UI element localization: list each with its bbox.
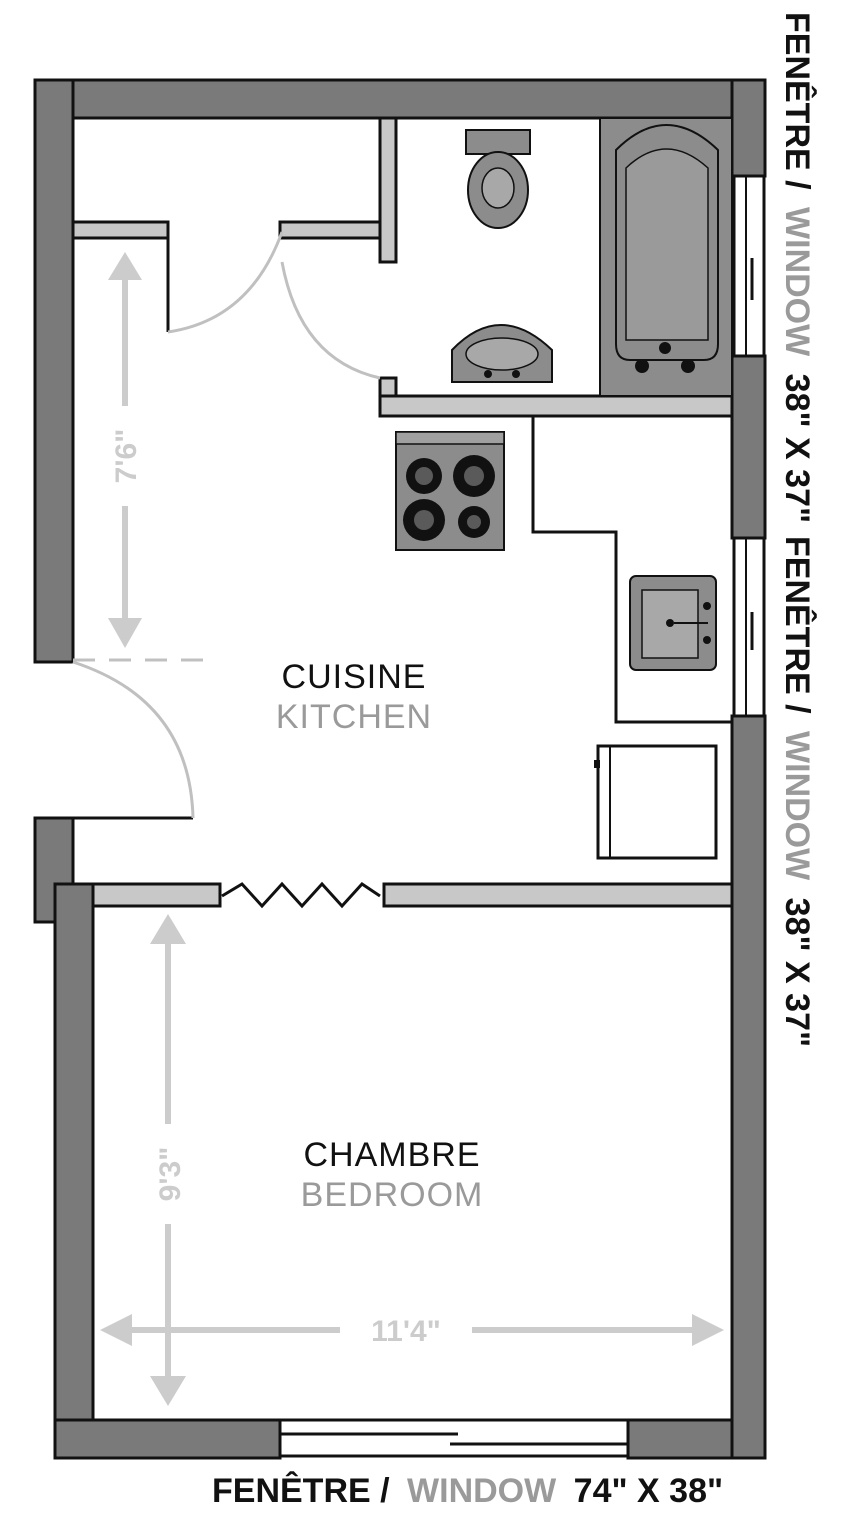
window-label-right-top: FENÊTRE / WINDOW 38" X 37" <box>778 12 816 523</box>
door-swings <box>72 231 381 819</box>
kitchen-label-en: KITCHEN <box>276 698 432 736</box>
window-right-bottom-fr: FENÊTRE / <box>778 536 816 714</box>
dimension-bedroom-width: 11'4" <box>100 1312 724 1348</box>
bedroom-label-fr: CHAMBRE <box>303 1136 480 1174</box>
dimension-label-bedroom-width: 11'4" <box>371 1315 441 1348</box>
window-right-top-en: WINDOW <box>778 207 816 357</box>
room-label-bedroom: CHAMBRE BEDROOM <box>301 1136 484 1214</box>
window-right-top-size: 38" X 37" <box>778 374 816 523</box>
kitchen-label-fr: CUISINE <box>282 658 427 696</box>
window-right-top-fr: FENÊTRE / <box>778 12 816 190</box>
window-bottom-en: WINDOW <box>407 1472 557 1510</box>
window-right-top <box>732 174 766 358</box>
window-bottom <box>278 1418 630 1458</box>
bedroom-label-en: BEDROOM <box>301 1176 484 1214</box>
dimension-kitchen-depth: 7'6" <box>108 252 143 648</box>
window-right-bottom <box>732 536 766 718</box>
interior-walls <box>71 116 734 908</box>
window-right-bottom-size: 38" X 37" <box>778 898 816 1047</box>
sink-icon <box>451 324 553 383</box>
kitchen-sink-icon <box>629 575 717 671</box>
window-right-bottom-en: WINDOW <box>778 731 816 881</box>
toilet-icon <box>465 129 531 229</box>
folding-door-icon <box>221 881 381 909</box>
window-bottom-size: 74" X 38" <box>574 1472 723 1510</box>
exterior-walls <box>33 78 767 1460</box>
dimension-bedroom-depth: 9'3" <box>150 914 187 1406</box>
bathtub-icon <box>599 117 733 397</box>
stove-icon <box>395 431 505 551</box>
dimension-label-kitchen: 7'6" <box>110 429 143 484</box>
window-bottom-fr: FENÊTRE / <box>212 1472 390 1510</box>
refrigerator-icon <box>594 744 718 860</box>
room-label-kitchen: CUISINE KITCHEN <box>276 658 432 736</box>
window-label-bottom: FENÊTRE / WINDOW 74" X 38" <box>212 1472 723 1510</box>
window-label-right-bottom: FENÊTRE / WINDOW 38" X 37" <box>778 536 816 1047</box>
dimension-label-bedroom-depth: 9'3" <box>154 1147 187 1202</box>
